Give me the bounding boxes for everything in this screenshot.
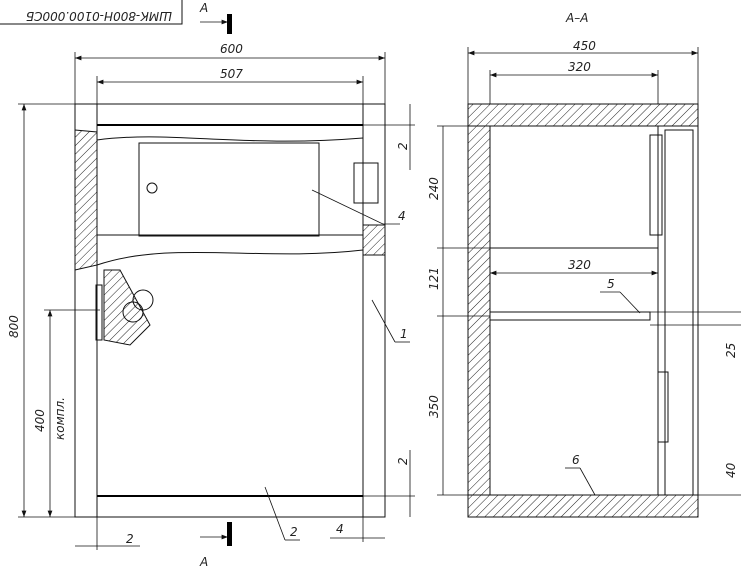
callout-6: 6	[572, 453, 580, 467]
section-view	[467, 103, 699, 518]
callout-4: 4	[398, 209, 406, 223]
dim-depth-total: 450	[573, 39, 596, 53]
front-view	[74, 103, 386, 518]
title-block: ШМК-800Н-0100.000СБ	[0, 0, 183, 25]
dim-bottom-gap: 40	[724, 462, 738, 478]
dim-height-lock: 400	[33, 409, 47, 432]
dim-height-total: 800	[7, 315, 21, 338]
front-dimensions: 600 507 800 400 компл. 2 2 2 4 4 1 2	[7, 42, 415, 550]
dim-gap-right: 4	[336, 522, 344, 536]
section-mark-bottom: A	[199, 522, 232, 569]
dim-h-mid: 121	[427, 267, 441, 290]
panel-door	[138, 142, 320, 237]
dim-lock-note: компл.	[53, 397, 67, 440]
callout-1: 1	[400, 327, 408, 341]
dim-gap-bottom: 2	[396, 457, 410, 465]
section-title: A–A	[565, 11, 588, 25]
dim-h-lower: 350	[427, 395, 441, 418]
dim-depth-shelf: 320	[568, 258, 591, 272]
dim-h-upper: 240	[427, 177, 441, 200]
title-designation: ШМК-800Н-0100.000СБ	[26, 9, 172, 23]
dim-width-total: 600	[220, 42, 243, 56]
dim-depth-top: 320	[568, 60, 591, 74]
hinge	[353, 162, 379, 204]
callout-5: 5	[607, 277, 615, 291]
lock-icon	[146, 182, 158, 194]
shelf	[489, 311, 651, 321]
section-dimensions: 450 320 320 240 121 350 25 40 5 6	[427, 39, 741, 496]
dim-shelf-thk: 25	[724, 343, 738, 358]
callout-2: 2	[290, 525, 298, 539]
section-mark-top: A	[199, 1, 232, 34]
dim-gap-top: 2	[396, 142, 410, 150]
section-label: A	[199, 1, 208, 15]
dim-width-inner: 507	[220, 67, 243, 81]
section-label: A	[199, 555, 208, 569]
dim-gap-left: 2	[126, 532, 134, 546]
